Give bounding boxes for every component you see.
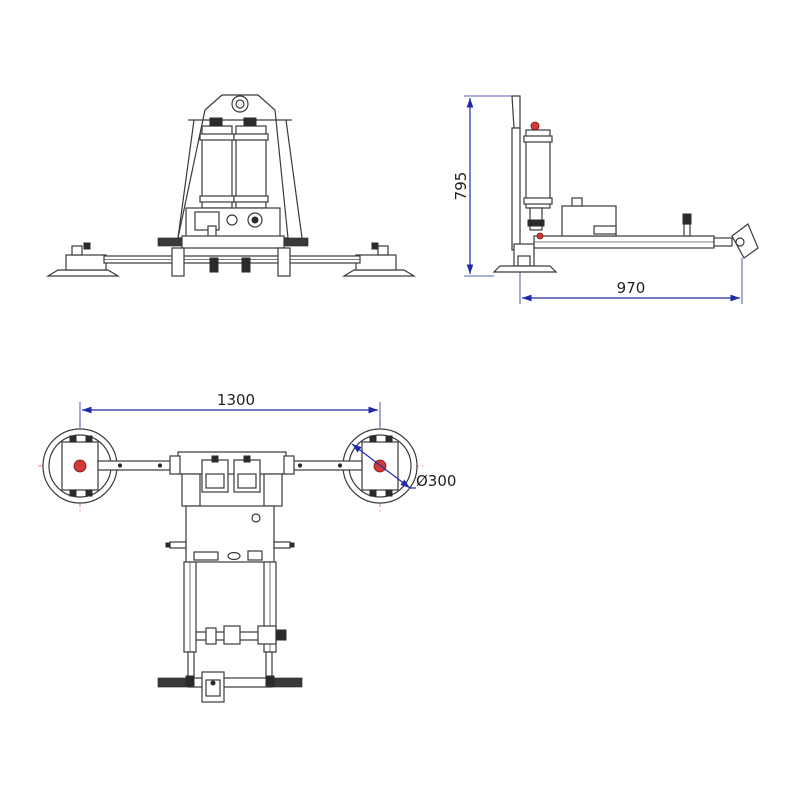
dimension-depth-label: 970	[617, 279, 646, 297]
dimension-970: 970	[519, 258, 743, 304]
dimension-diameter-label: Ø300	[416, 472, 456, 490]
dimension-height-label: 795	[452, 172, 470, 201]
dimension-span-label: 1300	[217, 391, 255, 409]
front-view	[45, 94, 417, 277]
side-view	[492, 95, 759, 273]
top-view	[38, 420, 426, 703]
dimension-diameter-300: Ø300	[351, 443, 456, 490]
dimension-795: 795	[452, 95, 512, 277]
dimension-1300: 1300	[79, 391, 381, 428]
